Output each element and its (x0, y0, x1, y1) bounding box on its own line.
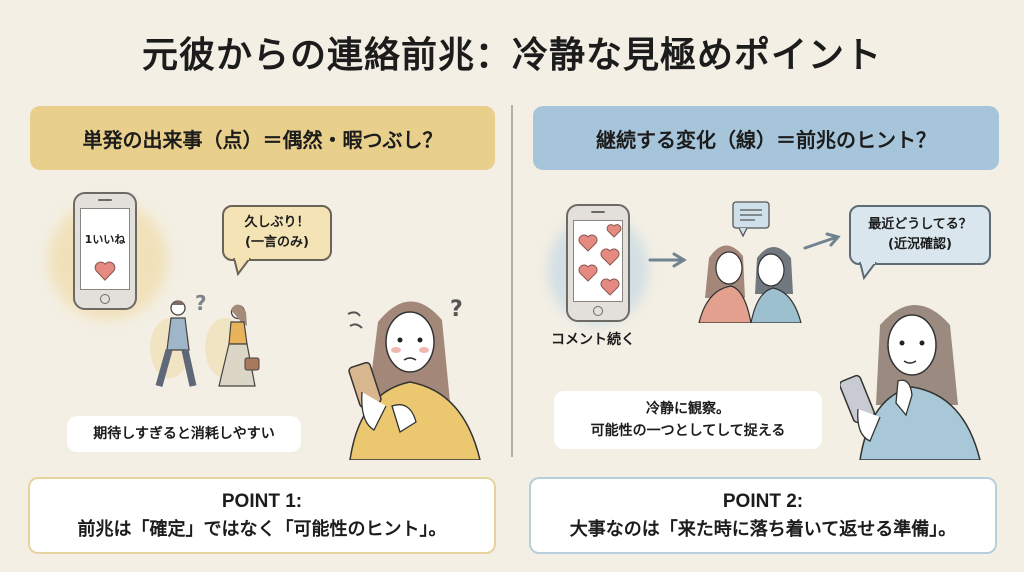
right-caption: 冷静に観察。 可能性の一つとしてして捉える (554, 391, 822, 449)
center-divider (511, 105, 513, 457)
point-1-text: 前兆は「確定」ではなく「可能性のヒント」。 (77, 519, 447, 541)
arrow-up-right-icon (803, 232, 841, 250)
speech-bubble-right: 最近どうしてる？ (近況確認) (849, 205, 991, 265)
point-2-box: POINT 2: 大事なのは「来た時に落ち着いて返せる準備」。 (529, 477, 997, 554)
left-caption-text: 期待しすぎると消耗しやすい (93, 425, 275, 442)
right-caption-line1: 冷静に観察。 (646, 400, 730, 417)
bubble-text-line2: (一言のみ) (245, 235, 309, 250)
phone-icon: 1いいね (73, 192, 137, 310)
speech-bubble-left: 久しぶり！ (一言のみ) (222, 205, 332, 261)
walking-couple-illustration: ? (150, 291, 260, 387)
point-1-heading: POINT 1: (221, 490, 303, 512)
right-caption-line2: 可能性の一つとしてして捉える (590, 423, 786, 439)
bubble-text-line1: 久しぶり！ (244, 214, 310, 230)
right-section-header: 継続する変化（線）＝前兆のヒント？ (533, 106, 999, 170)
like-count-label: 1いいね (84, 233, 126, 246)
point-2-text: 大事なのは「来た時に落ち着いて返せる準備」。 (569, 519, 957, 541)
hearts-icon (578, 224, 622, 296)
bubble-tail (233, 258, 251, 276)
phone-hearts-icon (566, 204, 630, 322)
arrow-right-icon (648, 252, 687, 268)
two-women-talking-illustration (698, 201, 802, 323)
calm-woman-illustration (840, 305, 981, 460)
comment-continues-label: コメント続く (551, 332, 635, 348)
point-2-heading: POINT 2: (722, 490, 804, 512)
page-title: 元彼からの連絡前兆：冷静な見極めポイント (141, 35, 882, 76)
worried-woman-illustration: ? (347, 297, 481, 460)
bubble-text-line2: (近況確認) (888, 237, 952, 252)
point-1-box: POINT 1: 前兆は「確定」ではなく「可能性のヒント」。 (28, 477, 496, 554)
svg-text:?: ? (450, 297, 463, 322)
svg-text:?: ? (195, 291, 207, 315)
bubble-tail-right (859, 262, 877, 280)
bubble-text-line1: 最近どうしてる？ (868, 216, 972, 232)
heart-icon (94, 261, 116, 283)
left-caption: 期待しすぎると消耗しやすい (67, 416, 301, 452)
left-section-header: 単発の出来事（点）＝偶然・暇つぶし？ (30, 106, 495, 170)
